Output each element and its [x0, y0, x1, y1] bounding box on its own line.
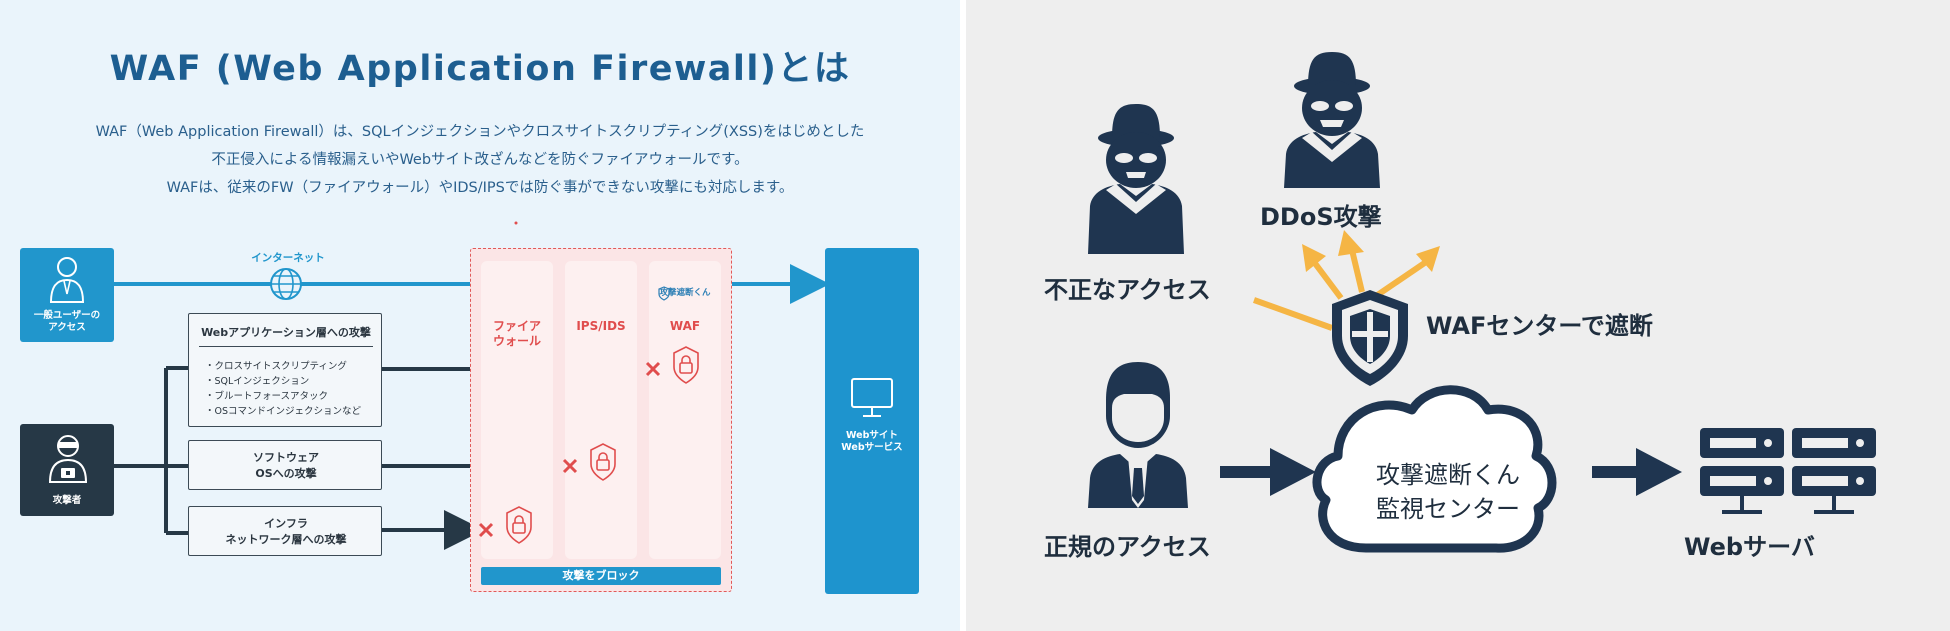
ips-ids-label: IPS/IDS: [576, 319, 626, 333]
general-user-box: 一般ユーザーの アクセス: [20, 248, 114, 342]
description-line: WAF（Web Application Firewall）は、SQLインジェクシ…: [95, 124, 865, 140]
server-icon: [1700, 428, 1876, 514]
attacker-box: 攻撃者: [20, 424, 114, 516]
user-icon: [49, 257, 85, 303]
infra-attack-line: インフラ: [264, 517, 308, 530]
firewall-label: ファイア ウォール: [492, 319, 541, 348]
ips-ids-column: IPS/IDS: [565, 261, 637, 559]
os-attack-box: ソフトウェア OSへの攻撃: [188, 440, 382, 490]
os-attack-line: OSへの攻撃: [255, 467, 317, 480]
web-server-label: Webサーバ: [1684, 533, 1815, 561]
illegal-access-label: 不正なアクセス: [1044, 276, 1211, 304]
flow-arrow: [1220, 448, 1316, 496]
ips-block-mark: [562, 443, 616, 481]
description-line: WAFは、従来のFW（ファイアウォール）やIDS/IPSでは防ぐ事ができない攻撃…: [166, 180, 794, 196]
defense-zone: ファイア ウォール IPS/IDS WAF 攻撃遮断くん 攻撃をブロック: [470, 248, 732, 592]
attack-item: ・OSコマンドインジェクションなど: [205, 406, 362, 417]
brand-label: 攻撃遮断くん: [659, 288, 711, 298]
waf-center-label: WAFセンターで遮断: [1426, 312, 1653, 340]
shield-icon: [658, 286, 670, 301]
waf-label: WAF: [669, 319, 701, 333]
waf-explanation-panel: WAF (Web Application Firewall)とは WAF（Web…: [0, 0, 960, 631]
legit-access-label: 正規のアクセス: [1044, 533, 1211, 561]
os-attack-line: ソフトウェア: [253, 451, 319, 464]
cloud-icon: [1312, 385, 1557, 553]
hacker-icon: [1284, 52, 1380, 188]
website-label: Webサイト Webサービス: [841, 430, 903, 453]
attacker-label: 攻撃者: [52, 495, 82, 506]
waf-block-mark: [645, 346, 699, 384]
hacker-icon: [1088, 104, 1184, 254]
attack-item: ・ブルートフォースアタック: [205, 391, 329, 402]
general-user-label: 一般ユーザーの アクセス: [33, 310, 101, 333]
monitor-icon: [851, 378, 893, 417]
deflect-arrows: [1252, 230, 1440, 331]
infra-attack-box: インフラ ネットワーク層への攻撃: [188, 506, 382, 556]
diagram-graphics: [1088, 52, 1876, 553]
internet-label: インターネット: [251, 252, 325, 264]
monitoring-center-label: 攻撃遮断くん 監視センター: [1376, 461, 1520, 523]
waf-column: WAF: [649, 261, 721, 559]
ddos-label: DDoS攻撃: [1260, 203, 1382, 231]
shield-icon: [1332, 290, 1408, 386]
page-title: WAF (Web Application Firewall)とは: [109, 49, 851, 89]
divider: [199, 346, 373, 347]
attacker-icon: [48, 435, 88, 483]
website-box: Webサイト Webサービス: [825, 248, 919, 594]
infra-attack-line: ネットワーク層への攻撃: [225, 533, 347, 546]
block-bar: 攻撃をブロック: [481, 567, 721, 585]
globe-icon: [270, 268, 302, 300]
firewall-block-mark: [478, 506, 532, 544]
user-icon: [1088, 362, 1188, 508]
block-marks: [478, 286, 699, 544]
waf-center-diagram: 不正なアクセス DDoS攻撃 WAFセンターで遮断 正規のアクセス 攻撃遮断くん…: [966, 0, 1950, 631]
description-line: 不正侵入による情報漏えいやWebサイト改ざんなどを防ぐファイアウォールです。: [211, 152, 749, 168]
attack-item: ・クロスサイトスクリプティング: [205, 361, 347, 372]
flow-arrow: [1592, 448, 1682, 496]
web-app-attack-box: Webアプリケーション層への攻撃 ・クロスサイトスクリプティング ・SQLインジ…: [188, 313, 382, 427]
web-app-attack-title: Webアプリケーション層への攻撃: [201, 326, 371, 339]
attack-item: ・SQLインジェクション: [205, 376, 310, 387]
